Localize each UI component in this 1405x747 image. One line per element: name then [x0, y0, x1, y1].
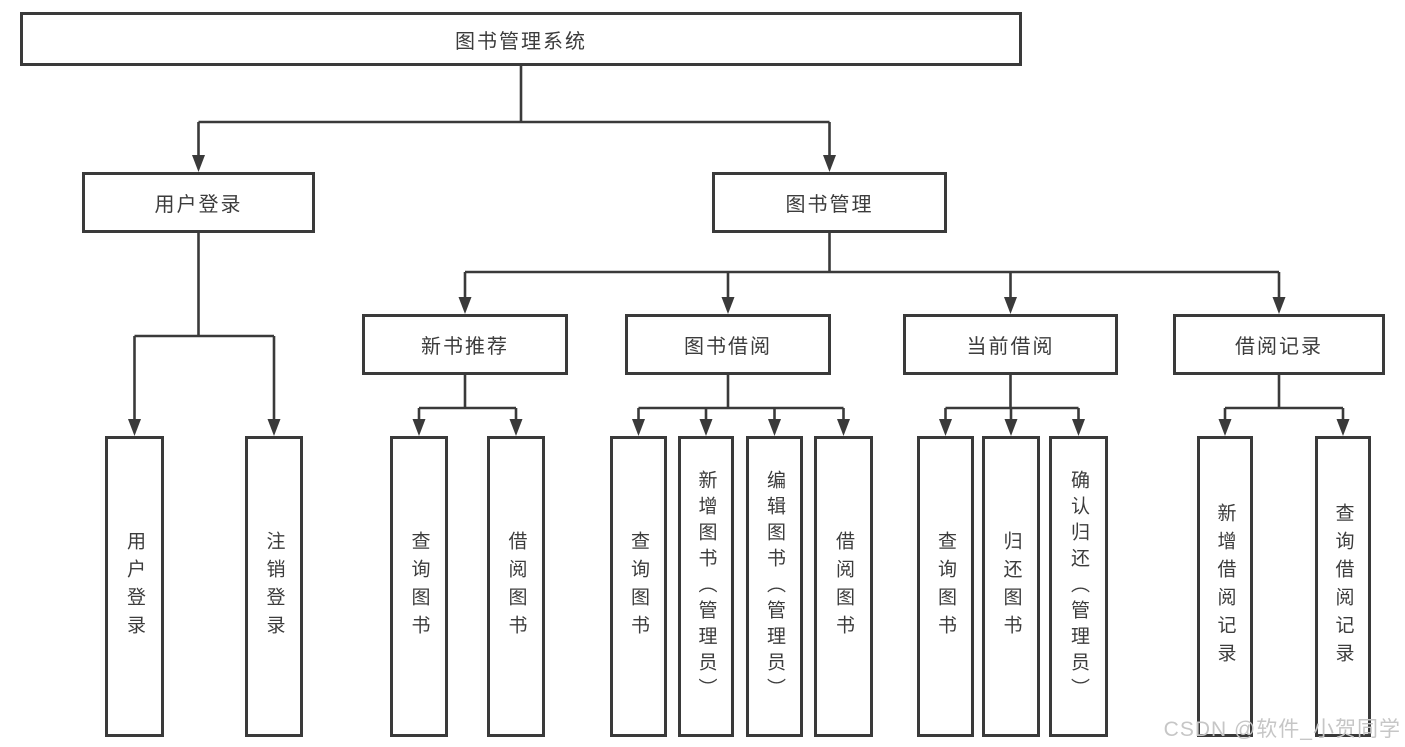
- node-label: 用户登录: [154, 194, 243, 216]
- node-label: 新书推荐: [421, 336, 509, 358]
- node-current-borrowing: 当前借阅: [903, 314, 1118, 375]
- leaf-query-books-3: 查询图书: [917, 436, 974, 737]
- node-book-management-branch: 图书管理: [712, 172, 947, 233]
- node-label: 用户登录: [124, 530, 145, 643]
- leaf-borrow-books-1: 借阅图书: [487, 436, 545, 737]
- leaf-return-books: 归还图书: [982, 436, 1040, 737]
- node-new-book-recommendation: 新书推荐: [362, 314, 568, 375]
- node-book-borrowing: 图书借阅: [625, 314, 831, 375]
- leaf-query-borrow-record: 查询借阅记录: [1315, 436, 1371, 737]
- node-label: 归还图书: [1000, 530, 1022, 643]
- leaf-borrow-books-2: 借阅图书: [814, 436, 873, 737]
- node-root-library-system: 图书管理系统: [20, 12, 1022, 66]
- leaf-add-books-admin: 新增图书（管理员）: [678, 436, 734, 737]
- leaf-confirm-return-admin: 确认归还（管理员）: [1049, 436, 1108, 737]
- node-label: 注销登录: [263, 530, 285, 643]
- node-label: 查询图书: [935, 530, 956, 643]
- leaf-edit-books-admin: 编辑图书（管理员）: [746, 436, 803, 737]
- node-label: 新增借阅记录: [1214, 502, 1236, 671]
- node-label: 确认归还（管理员）: [1068, 469, 1089, 704]
- node-label: 借阅图书: [505, 530, 527, 643]
- leaf-logout: 注销登录: [245, 436, 303, 737]
- node-label: 当前借阅: [966, 336, 1055, 358]
- node-label: 查询借阅记录: [1332, 502, 1354, 671]
- node-label: 新增图书（管理员）: [695, 469, 717, 704]
- node-label: 图书管理: [785, 194, 874, 216]
- node-user-login-branch: 用户登录: [82, 172, 315, 233]
- leaf-query-books-2: 查询图书: [610, 436, 667, 737]
- node-label: 借阅记录: [1235, 336, 1323, 358]
- node-label: 查询图书: [408, 530, 430, 643]
- node-label: 图书借阅: [684, 336, 772, 358]
- leaf-user-login: 用户登录: [105, 436, 164, 737]
- node-label: 编辑图书（管理员）: [764, 469, 785, 704]
- leaf-add-borrow-record: 新增借阅记录: [1197, 436, 1253, 737]
- node-borrowing-records: 借阅记录: [1173, 314, 1385, 375]
- node-label: 图书管理系统: [455, 30, 587, 53]
- node-label: 查询图书: [628, 530, 649, 643]
- leaf-query-books-1: 查询图书: [390, 436, 448, 737]
- node-label: 借阅图书: [833, 530, 854, 643]
